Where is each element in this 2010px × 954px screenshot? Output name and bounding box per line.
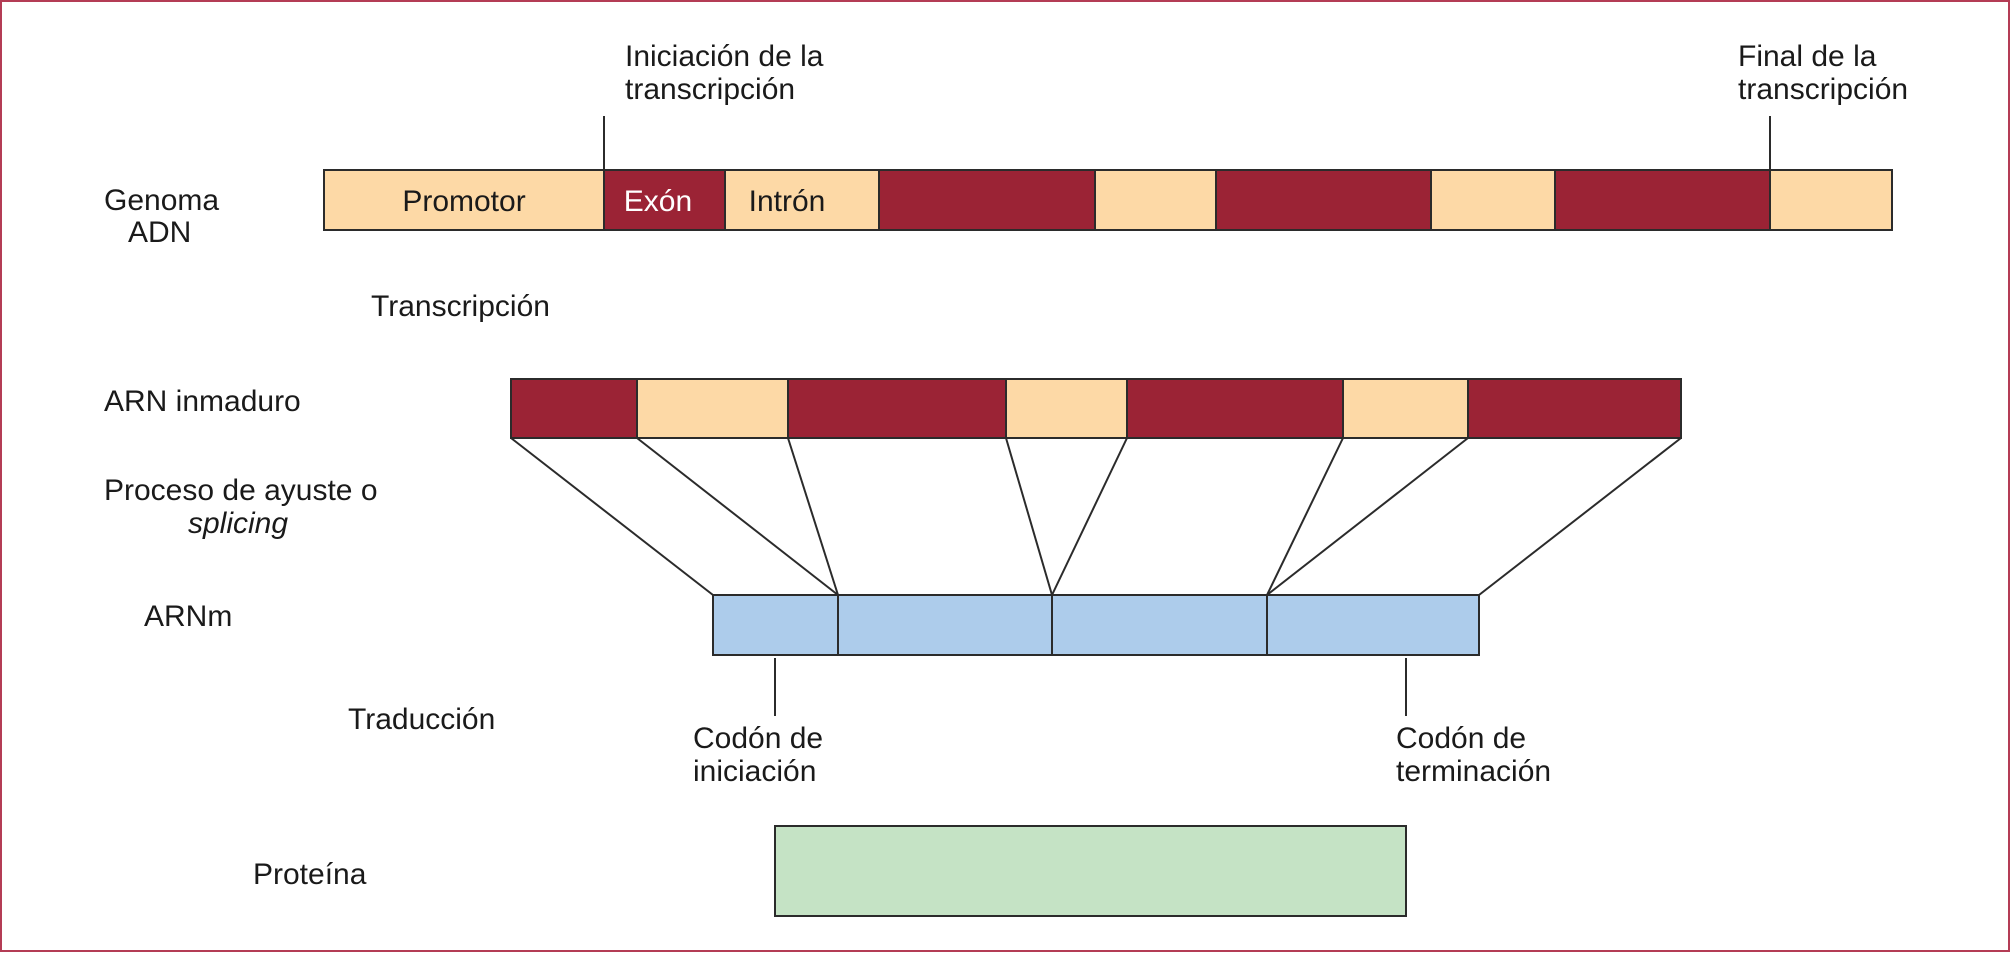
mrna-exon-1	[712, 594, 839, 656]
pre-mrna-intron-2	[1005, 378, 1128, 439]
exon-segment-3	[1215, 169, 1432, 231]
splice-line	[510, 437, 714, 596]
splicing-connectors	[510, 437, 1682, 596]
mrna-exon-2	[837, 594, 1053, 656]
mrna-exon-3	[1051, 594, 1268, 656]
intron-segment-1	[724, 169, 880, 231]
genome-label-2: ADN	[128, 216, 191, 249]
splicing-label-2: splicing	[188, 507, 288, 540]
genome-bar: Promotor Exón Intrón	[323, 169, 1893, 231]
protein-bar	[774, 825, 1407, 917]
intron-label: Intrón	[749, 185, 826, 218]
splice-line	[787, 437, 839, 596]
intron-segment-2	[1094, 169, 1217, 231]
promoter-label: Promotor	[402, 185, 525, 218]
tx-end-label-2: transcripción	[1738, 73, 1908, 106]
tx-start-label-1: Iniciación de la	[625, 40, 824, 73]
splice-line	[1266, 437, 1344, 596]
pre-mrna-exon-4	[1467, 378, 1682, 439]
mrna-exon-4	[1266, 594, 1480, 656]
exon-label: Exón	[624, 185, 692, 218]
protein-label: Proteína	[253, 858, 367, 891]
splice-line	[1051, 437, 1128, 596]
stop-codon-label-2: terminación	[1396, 755, 1551, 788]
start-codon-label-2: iniciación	[693, 755, 816, 788]
downstream-segment	[1769, 169, 1893, 231]
splice-line	[1478, 437, 1682, 596]
transcription-label: Transcripción	[371, 290, 550, 323]
exon-segment-4	[1554, 169, 1771, 231]
pre-mrna-exon-3	[1126, 378, 1344, 439]
immature-rna-label: ARN inmaduro	[104, 385, 301, 418]
tx-start-label-2: transcripción	[625, 73, 795, 106]
intron-segment-3	[1430, 169, 1556, 231]
pre-mrna-intron-1	[636, 378, 789, 439]
exon-segment-2	[878, 169, 1096, 231]
splice-line	[1266, 437, 1469, 596]
genome-label-1: Genoma	[104, 184, 219, 217]
pre-mrna-intron-3	[1342, 378, 1469, 439]
start-codon-label-1: Codón de	[693, 722, 823, 755]
splice-line	[1005, 437, 1053, 596]
pre-mrna-exon-2	[787, 378, 1007, 439]
translation-label: Traducción	[348, 703, 495, 736]
mrna-bar	[712, 594, 1480, 656]
tx-end-label-1: Final de la	[1738, 40, 1877, 73]
exon-segment-1	[603, 169, 726, 231]
splice-line	[636, 437, 839, 596]
promoter-segment	[323, 169, 605, 231]
immature-rna-bar	[510, 378, 1682, 439]
stop-codon-label-1: Codón de	[1396, 722, 1526, 755]
mrna-label: ARNm	[144, 600, 232, 633]
pre-mrna-exon-1	[510, 378, 638, 439]
splicing-label-1: Proceso de ayuste o	[104, 474, 378, 507]
